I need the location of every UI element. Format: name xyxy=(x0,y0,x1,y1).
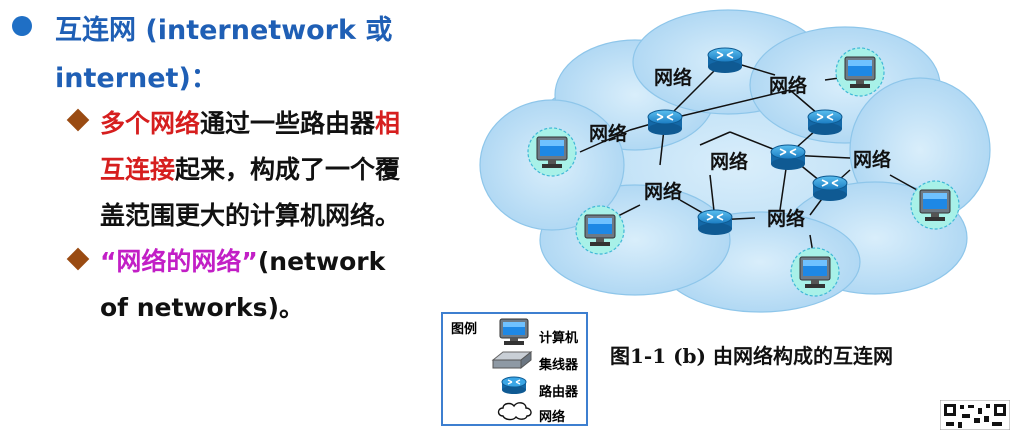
legend-computer-label: 计算机 xyxy=(539,331,579,346)
bullet1-line-1: 多个网络通过一些路由器相 xyxy=(100,104,400,140)
bullet1-line-3: 盖范围更大的计算机网络。 xyxy=(100,201,401,230)
computer-icon xyxy=(835,47,885,97)
cloud-network-shape xyxy=(479,9,991,313)
network-label: 网络 xyxy=(589,122,627,145)
computer-icon xyxy=(575,205,625,255)
router-icon xyxy=(501,376,527,394)
network-label: 网络 xyxy=(644,180,682,203)
legend-hub-label: 集线器 xyxy=(539,358,579,373)
bullet2-highlight: “网络的网络” xyxy=(100,247,258,276)
network-label: 网络 xyxy=(654,66,692,89)
bullet2-line-2: of networks)。 xyxy=(100,293,304,322)
legend-box: 图例 计算机 集线器 路由器 网络 xyxy=(441,312,588,426)
router-icon xyxy=(807,109,843,136)
network-label: 网络 xyxy=(853,148,891,171)
heading-line-1: 互连网 (internetwork 或 xyxy=(55,15,393,46)
network-label: 网络 xyxy=(767,207,805,230)
diamond-bullet-icon xyxy=(66,108,90,132)
router-icon xyxy=(812,175,848,202)
qr-code-icon xyxy=(940,400,1010,430)
figure-caption: 图1-1 (b) 由网络构成的互连网 xyxy=(610,344,893,368)
computer-icon xyxy=(910,180,960,230)
bullet-dot xyxy=(12,16,32,36)
computer-icon xyxy=(499,318,529,345)
bullet1-text-2: 起来，构成了一个覆 xyxy=(175,155,401,184)
internet-diagram: 网络 网络 网络 网络 网络 网络 网络 xyxy=(479,9,991,313)
legend-router-label: 路由器 xyxy=(539,385,579,400)
bullet1-highlight-connect-end: 互连接 xyxy=(100,155,176,184)
bullet1-highlight-networks: 多个网络 xyxy=(100,109,201,138)
legend-title: 图例 xyxy=(451,322,478,337)
bullet1-text: 通过一些路由器 xyxy=(200,109,376,138)
bullet1-line-2: 互连接起来，构成了一个覆 xyxy=(100,150,400,186)
hub-icon xyxy=(491,350,533,370)
computer-icon xyxy=(527,127,577,177)
bullet2-text: (network xyxy=(257,247,386,276)
computer-icon xyxy=(790,247,840,297)
router-icon xyxy=(697,209,733,236)
bullet1-highlight-connect-start: 相 xyxy=(375,109,401,138)
legend-network-label: 网络 xyxy=(539,410,566,425)
router-icon xyxy=(770,144,806,171)
network-label: 网络 xyxy=(710,150,748,173)
heading-line-2: internet)： xyxy=(55,63,218,94)
diamond-bullet-icon xyxy=(66,247,90,271)
router-icon xyxy=(707,47,743,74)
bullet2-line-1: “网络的网络”(network xyxy=(100,242,385,278)
network-label: 网络 xyxy=(769,74,807,97)
cloud-icon xyxy=(497,402,532,421)
router-icon xyxy=(647,109,683,136)
